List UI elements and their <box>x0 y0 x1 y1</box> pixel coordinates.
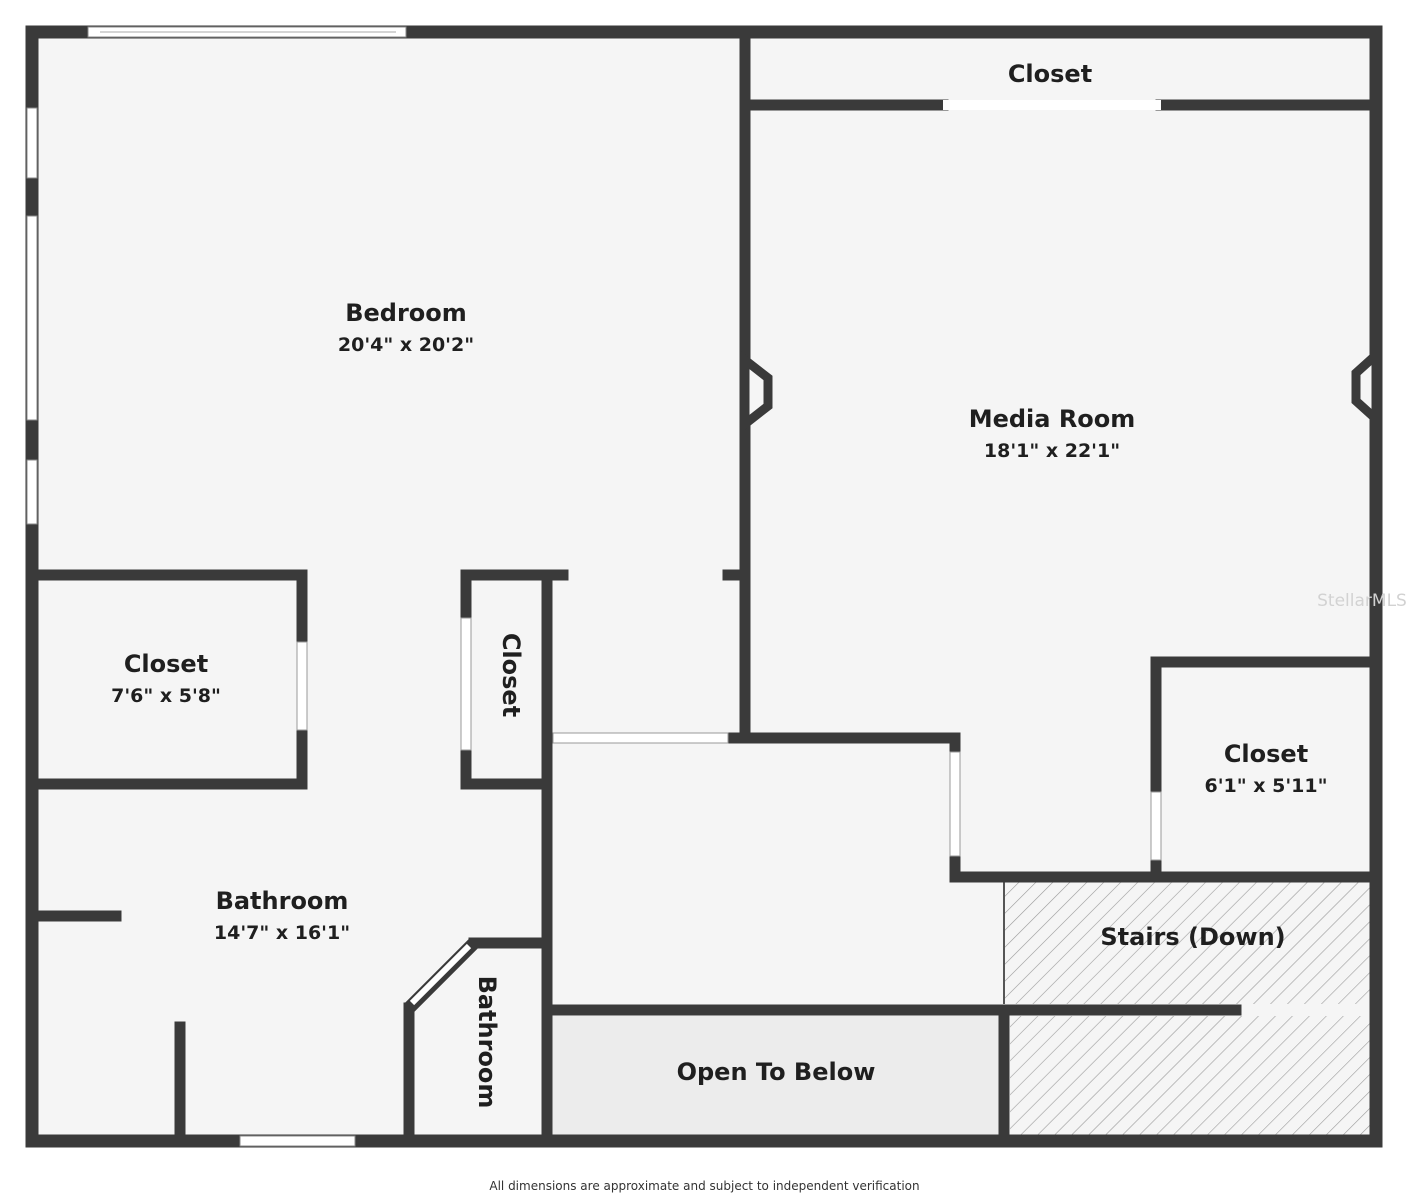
watermark: StellarMLS <box>1317 591 1407 611</box>
closet-left-label: Closet <box>124 650 208 678</box>
closet-small-label: Closet <box>497 633 525 717</box>
stairs-hatch-lower <box>1010 1016 1370 1136</box>
closet-right-dimensions: 6'1" x 5'11" <box>1204 775 1327 797</box>
stairs-label: Stairs (Down) <box>1100 923 1285 951</box>
open-to-below-floor <box>552 1016 1000 1136</box>
closet-left-dimensions: 7'6" x 5'8" <box>111 685 221 707</box>
closet-right-label: Closet <box>1224 740 1308 768</box>
bedroom-label: Bedroom <box>345 299 467 327</box>
closet-top-label: Closet <box>1008 60 1092 88</box>
media-room-dimensions: 18'1" x 22'1" <box>984 440 1120 462</box>
bathroom-small-label: Bathroom <box>473 976 501 1109</box>
media-room-label: Media Room <box>969 405 1136 433</box>
bathroom-label: Bathroom <box>216 887 349 915</box>
stairs-hatch-upper <box>1004 882 1370 1004</box>
bathroom-dimensions: 14'7" x 16'1" <box>214 922 350 944</box>
doors-and-windows <box>26 26 1381 1147</box>
bedroom-dimensions: 20'4" x 20'2" <box>338 334 474 356</box>
disclaimer-text: All dimensions are approximate and subje… <box>489 1179 920 1193</box>
open-to-below-label: Open To Below <box>677 1058 876 1086</box>
